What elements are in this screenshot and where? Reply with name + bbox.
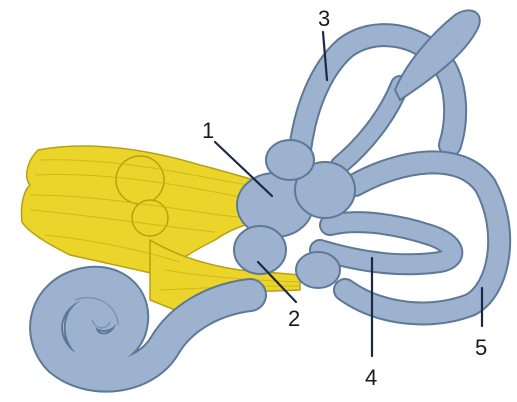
endolymphatic-sac bbox=[395, 10, 480, 100]
callout-label-3: 3 bbox=[318, 6, 330, 31]
callout-label-4: 4 bbox=[365, 365, 377, 390]
callout-label-2: 2 bbox=[288, 306, 300, 331]
callout-label-5: 5 bbox=[475, 335, 487, 360]
callout-label-1: 1 bbox=[202, 118, 214, 143]
cochlea bbox=[46, 283, 250, 376]
